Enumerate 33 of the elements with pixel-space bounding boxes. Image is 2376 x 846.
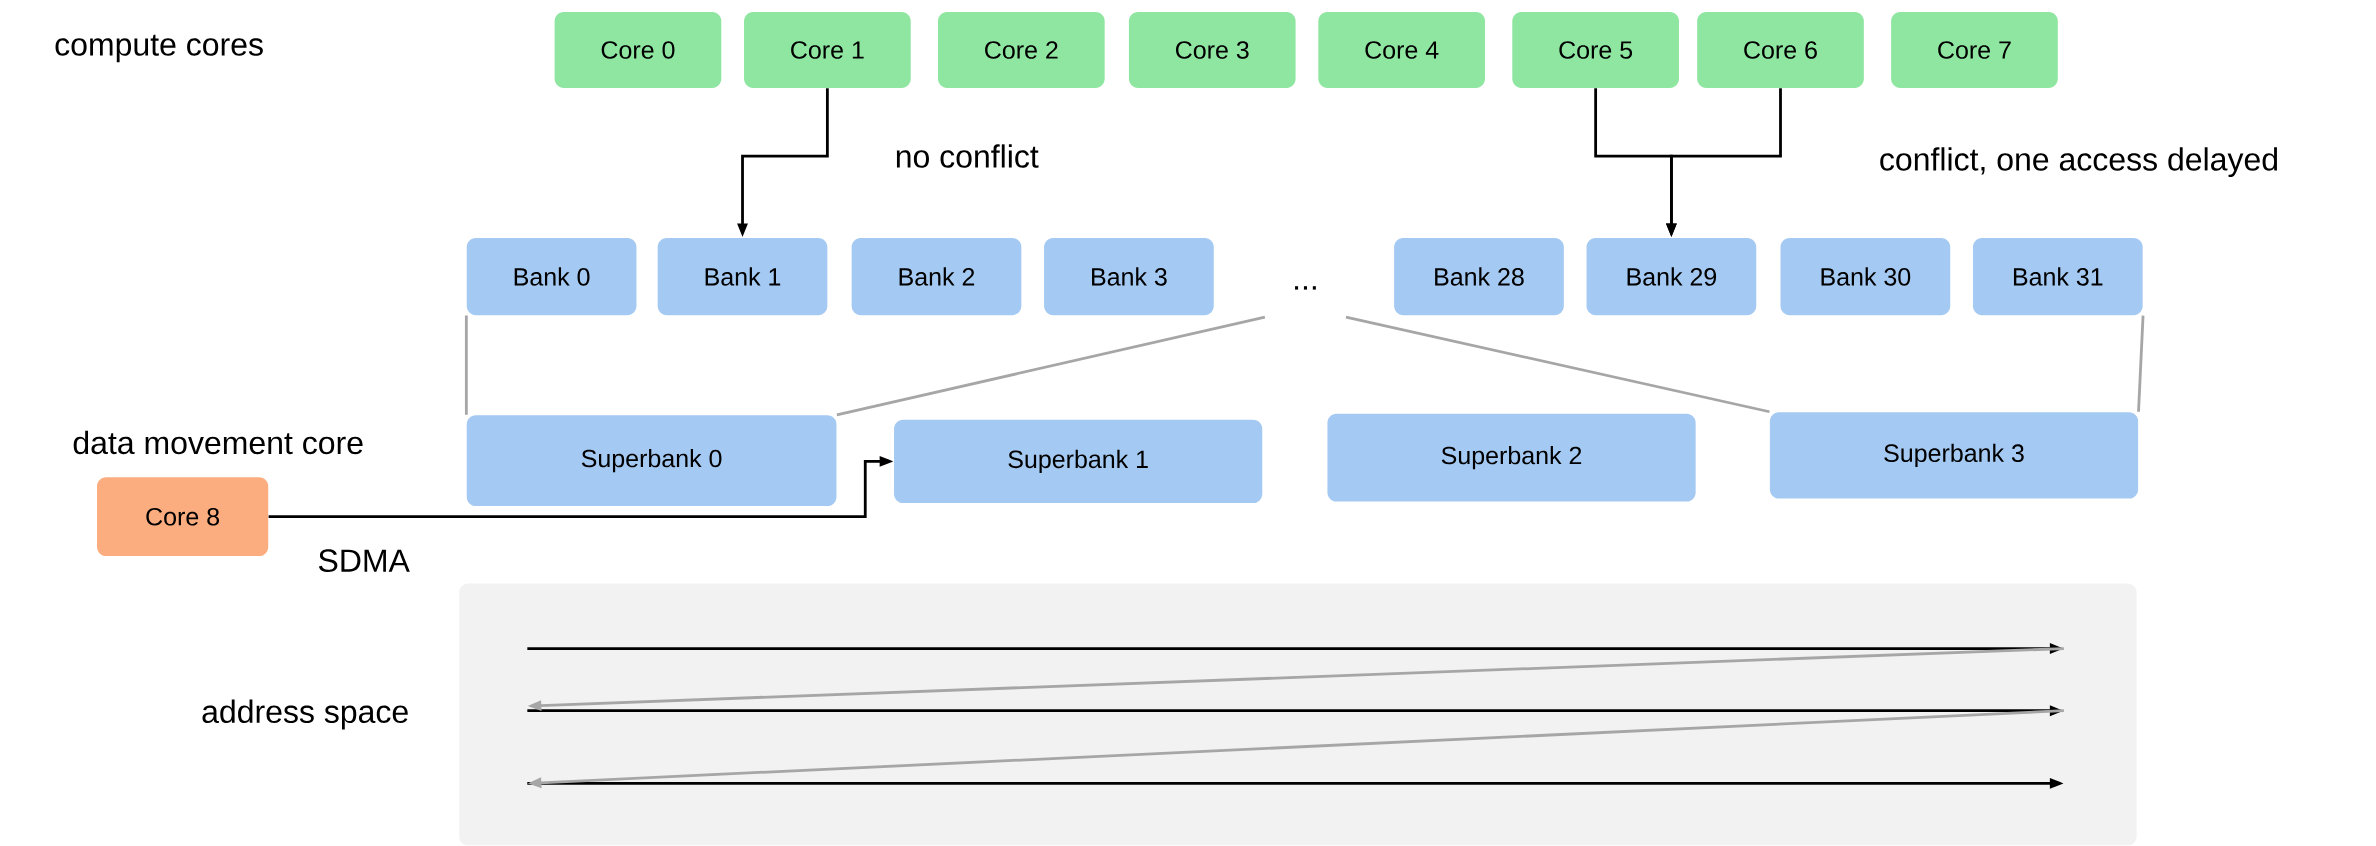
connector-line [1345,315,1770,414]
bank-box: Bank 31 [1972,238,2143,316]
core-box: Core 3 [1128,12,1296,89]
core-box: Core 6 [1697,12,1864,89]
superbank-box: Superbank 1 [894,420,1263,504]
address-space-panel: address space [202,583,2137,846]
connector-line [836,315,1266,417]
connector-line [2137,315,2145,413]
edge-label: conflict, one access delayed [1876,145,2282,180]
superbank-box: Superbank 2 [1327,413,1696,502]
core-box: Core 1 [744,12,911,89]
core-box: Core 7 [1891,12,2058,89]
group-label: compute cores [55,35,263,63]
connector-line [464,315,468,416]
bank-box: Bank 28 [1394,238,1564,316]
bank-box: Bank 2 [851,238,1022,316]
node-label: address space [202,699,408,730]
core-box: Core 4 [1318,12,1485,89]
core-box: Core 5 [1512,12,1679,89]
core-box: Core 8 [97,477,269,557]
superbank-box: Superbank 0 [466,415,837,507]
bank-box: Bank 0 [466,238,637,316]
core-box: Core 2 [938,12,1105,89]
edge-label: SDMA [315,547,412,575]
bank-box: Bank 3 [1044,238,1214,316]
superbank-box: Superbank 3 [1769,412,2139,499]
bank-box: Bank 30 [1780,238,1951,316]
edge-label: no conflict [892,142,1041,171]
ellipsis: ... [1295,286,1316,290]
node-caption: data movement core [73,430,363,455]
bank-box: Bank 1 [657,238,828,316]
bank-box: Bank 29 [1586,238,1757,316]
core-box: Core 0 [554,12,722,89]
